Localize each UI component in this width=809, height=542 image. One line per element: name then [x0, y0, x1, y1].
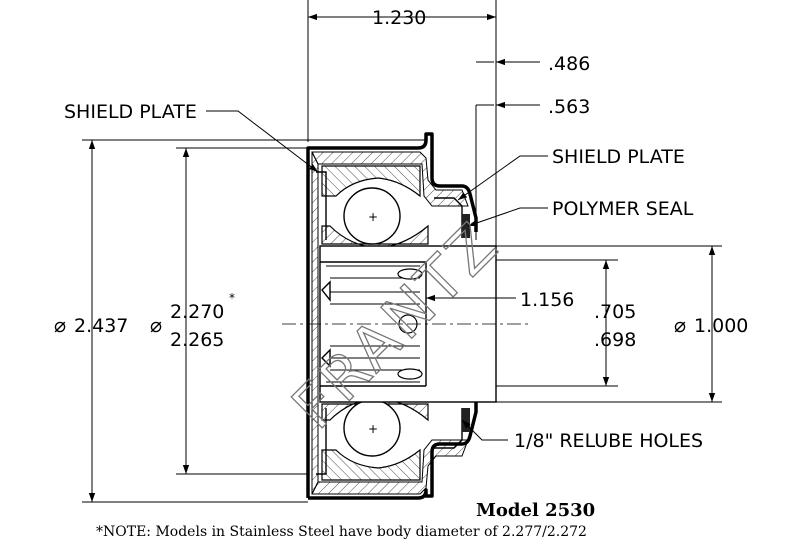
dim-bore-max: .705: [594, 301, 636, 323]
outer-race-top: [321, 165, 421, 198]
dim-body-diameter-min: 2.265: [170, 329, 224, 351]
housing-wall-bottom: [311, 439, 469, 495]
housing-wall-left: [311, 151, 319, 495]
svg-text:+: +: [368, 422, 378, 436]
callout-shield-plate-right: SHIELD PLATE: [552, 146, 685, 168]
diameter-symbol-body: ⌀: [150, 313, 162, 337]
diameter-symbol-outer: ⌀: [54, 313, 66, 337]
bearing-section: + +: [282, 132, 528, 500]
dim-shaft-diameter: 1.000: [694, 315, 748, 337]
callout-shield-plate-left: SHIELD PLATE: [64, 101, 197, 123]
dim-body-diameter-mark: *: [229, 291, 235, 305]
diameter-symbol-shaft: ⌀: [674, 313, 686, 337]
polymer-seal-top: [462, 214, 470, 238]
dim-outer-diameter: 2.437: [74, 315, 128, 337]
dim-bore-min: .698: [594, 329, 636, 351]
polymer-seal-bottom: [462, 408, 470, 432]
relube-hole-3: [397, 368, 423, 380]
footnote: *NOTE: Models in Stainless Steel have bo…: [96, 524, 587, 540]
callout-polymer-seal: POLYMER SEAL: [552, 198, 694, 220]
callout-leaders: [206, 110, 548, 441]
dim-inner-length: 1.156: [520, 289, 574, 311]
ball-top: [343, 187, 401, 245]
callout-relube-holes: 1/8" RELUBE HOLES: [514, 430, 703, 452]
outer-race-bottom: [321, 448, 421, 481]
dim-width-top: 1.230: [372, 7, 426, 29]
dim-body-diameter-max: 2.270: [170, 301, 224, 323]
dim-offset-b: .563: [548, 96, 590, 118]
model-title: Model 2530: [476, 500, 595, 521]
svg-text:+: +: [368, 210, 378, 224]
dimension-lines: [82, 0, 722, 503]
relube-hole-1: [397, 268, 423, 280]
dim-offset-a: .486: [548, 53, 590, 75]
